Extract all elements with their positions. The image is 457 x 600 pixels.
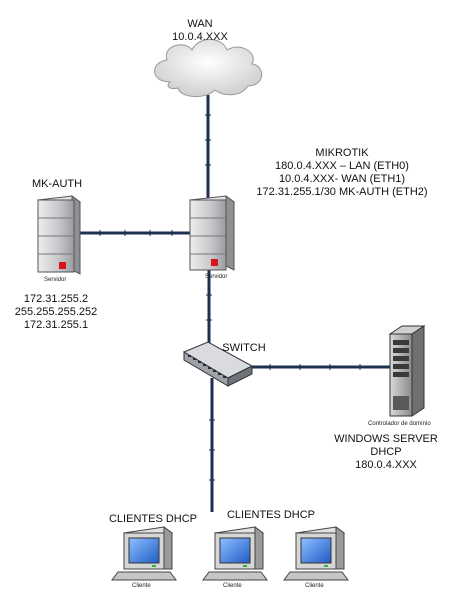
mkauth-title: MK-AUTH [31, 178, 83, 190]
windows-caption: Controlador de domínio [368, 421, 431, 427]
client-pc-icon-1 [111, 526, 177, 581]
mkauth-caption: Servidor [44, 277, 67, 283]
client-caption-3: Cliente [305, 583, 324, 589]
switch-label: SWITCH [222, 342, 266, 354]
client-pc-icon-3 [283, 526, 349, 581]
cables [80, 95, 403, 512]
wan-title: WAN [187, 18, 213, 30]
mikrotik-server-icon [188, 195, 236, 271]
mikrotik-label: MIKROTIK 180.0.4.XXX – LAN (ETH0) 10.0.4… [242, 147, 442, 199]
mkauth-netmask: 255.255.255.252 [14, 306, 98, 318]
windows-label: WINDOWS SERVER DHCP 180.0.4.XXX [330, 433, 442, 472]
windows-server-icon [388, 325, 426, 417]
mkauth-gateway: 172.31.255.1 [23, 319, 89, 331]
clients-label-1: CLIENTES DHCP [108, 513, 198, 525]
mkauth-server-icon [36, 195, 82, 275]
mikrotik-line-mkauth: 172.31.255.1/30 MK-AUTH (ETH2) [256, 186, 428, 198]
clients-label-2: CLIENTES DHCP [226, 509, 316, 521]
cable-ticks [99, 114, 361, 481]
wan-label: WAN 10.0.4.XXX [150, 18, 250, 44]
client-pc-icon-2 [202, 526, 268, 581]
mikrotik-caption: Servidor [205, 274, 228, 280]
mkauth-ip: 172.31.255.2 [23, 293, 89, 305]
windows-ip: 180.0.4.XXX [355, 459, 417, 471]
mikrotik-led [211, 259, 218, 266]
mikrotik-line-lan: 180.0.4.XXX – LAN (ETH0) [275, 160, 409, 172]
wan-cloud-icon [154, 39, 263, 97]
client-caption-1: Cliente [132, 583, 151, 589]
mkauth-ip-block: 172.31.255.2 255.255.255.252 172.31.255.… [6, 293, 106, 332]
wan-ip: 10.0.4.XXX [172, 31, 228, 43]
windows-title: WINDOWS SERVER [334, 433, 438, 445]
mikrotik-title: MIKROTIK [315, 147, 369, 159]
client-caption-2: Cliente [223, 583, 242, 589]
mikrotik-line-wan: 10.0.4.XXX- WAN (ETH1) [278, 173, 406, 185]
windows-dhcp: DHCP [370, 446, 402, 458]
mkauth-led [59, 262, 66, 269]
switch-icon [182, 341, 254, 387]
